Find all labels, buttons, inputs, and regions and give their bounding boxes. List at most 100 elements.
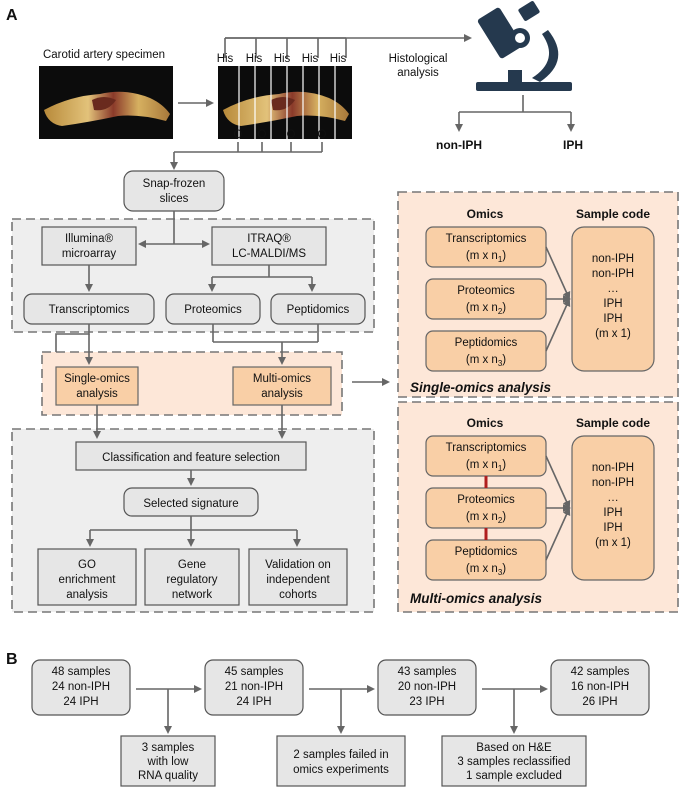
single-omics-title: Single-omics analysis <box>410 380 552 395</box>
single-code-6: (m x 1) <box>595 328 631 340</box>
single-code-2: non-IPH <box>592 268 634 280</box>
exclusion-box-1 <box>120 735 216 787</box>
itraq-line2: LC-MALDI/MS <box>232 248 306 260</box>
multi-code-1: non-IPH <box>592 462 634 474</box>
specimen-photo <box>39 66 173 139</box>
multi-code-6: (m x 1) <box>595 537 631 549</box>
snap-frozen-line2: slices <box>160 193 189 205</box>
single-omics-line2: analysis <box>76 388 118 400</box>
valid-line1: Validation on <box>265 559 331 571</box>
snap-frozen-box <box>123 170 225 212</box>
stage-box-2 <box>204 659 304 716</box>
multi-proteomics-label: Proteomics <box>457 494 515 506</box>
single-peptidomics-label: Peptidomics <box>455 337 518 349</box>
stage-4-iph: 26 IPH <box>582 696 617 708</box>
multi-peptidomics-label: Peptidomics <box>455 546 518 558</box>
multi-omics-header: Omics <box>467 416 504 430</box>
single-sample-code-box <box>571 226 655 372</box>
stage-1-samples: 48 samples <box>52 666 111 678</box>
gene-line3: network <box>172 589 213 601</box>
exclusion-box-3 <box>441 735 587 787</box>
stage-1-non-iph: 24 non-IPH <box>52 681 110 693</box>
o-label-3: O <box>287 129 296 141</box>
single-proteomics-dim: (m x n2) <box>466 302 506 316</box>
single-omics-box <box>55 366 139 406</box>
single-peptidomics-dim: (m x n3) <box>466 354 506 368</box>
specimen-label: Carotid artery specimen <box>43 49 165 61</box>
multi-code-4: IPH <box>603 507 622 519</box>
sliced-specimen-photo <box>218 60 352 145</box>
his-label-5: His <box>330 53 347 65</box>
go-line2: enrichment <box>59 574 117 586</box>
single-transcriptomics-label: Transcriptomics <box>446 233 527 245</box>
stage-1-iph: 24 IPH <box>63 696 98 708</box>
non-iph-label: non-IPH <box>436 138 482 152</box>
single-code-3: … <box>607 283 619 295</box>
multi-sample-code-box <box>571 435 655 581</box>
illumina-line1: Illumina® <box>65 233 114 245</box>
single-proteomics-label: Proteomics <box>457 285 515 297</box>
peptidomics-label: Peptidomics <box>287 304 350 316</box>
proteomics-label: Proteomics <box>184 304 242 316</box>
multi-omics-title: Multi-omics analysis <box>410 591 543 606</box>
single-omics-header: Omics <box>467 207 504 221</box>
stage-box-4 <box>550 659 650 716</box>
his-label-2: His <box>246 53 263 65</box>
single-code-1: non-IPH <box>592 253 634 265</box>
multi-omics-box <box>232 366 332 406</box>
multi-code-3: … <box>607 492 619 504</box>
gene-network-box <box>144 548 240 606</box>
stage-2-non-iph: 21 non-IPH <box>225 681 283 693</box>
single-code-5: IPH <box>603 313 622 325</box>
o-label-2: O <box>258 129 267 141</box>
multi-omics-line1: Multi-omics <box>253 373 311 385</box>
multi-code-5: IPH <box>603 522 622 534</box>
excl-3-line3: 1 sample excluded <box>466 770 562 782</box>
exclusion-box-2 <box>276 735 406 787</box>
stage-4-non-iph: 16 non-IPH <box>571 681 629 693</box>
multi-transcriptomics-label: Transcriptomics <box>446 442 527 454</box>
valid-line2: independent <box>266 574 330 586</box>
stage-2-iph: 24 IPH <box>236 696 271 708</box>
classification-label: Classification and feature selection <box>102 452 280 464</box>
itraq-box <box>211 226 327 266</box>
single-code-4: IPH <box>603 298 622 310</box>
transcriptomics-label: Transcriptomics <box>49 304 130 316</box>
illumina-line2: microarray <box>62 248 117 260</box>
single-omics-line1: Single-omics <box>64 373 130 385</box>
valid-line3: cohorts <box>279 589 317 601</box>
o-label-4: O <box>318 129 327 141</box>
multi-sample-code-header: Sample code <box>576 416 650 430</box>
his-label-4: His <box>302 53 319 65</box>
single-transcriptomics-dim: (m x n1) <box>466 250 506 264</box>
stage-3-samples: 43 samples <box>398 666 457 678</box>
histology-label-line1: Histological <box>389 53 448 65</box>
excl-3-line2: 3 samples reclassified <box>457 756 570 768</box>
excl-1-line1: 3 samples <box>142 742 195 754</box>
excl-2-line2: omics experiments <box>293 764 389 776</box>
multi-omics-line2: analysis <box>261 388 303 400</box>
gene-line1: Gene <box>178 559 206 571</box>
his-label-3: His <box>274 53 291 65</box>
excl-1-line3: RNA quality <box>138 770 198 782</box>
excl-2-line1: 2 samples failed in <box>293 749 388 761</box>
multi-peptidomics-dim: (m x n3) <box>466 563 506 577</box>
go-line1: GO <box>78 559 96 571</box>
go-box <box>37 548 137 606</box>
stage-3-non-iph: 20 non-IPH <box>398 681 456 693</box>
panel-b-label: B <box>6 651 18 668</box>
itraq-line1: ITRAQ® <box>247 233 291 245</box>
validation-box <box>248 548 348 606</box>
excl-1-line2: with low <box>147 756 190 768</box>
his-label-1: His <box>217 53 234 65</box>
stage-2-samples: 45 samples <box>225 666 284 678</box>
gene-line2: regulatory <box>166 574 217 586</box>
multi-proteomics-dim: (m x n2) <box>466 511 506 525</box>
o-label-1: O <box>234 129 243 141</box>
stage-3-iph: 23 IPH <box>409 696 444 708</box>
classification-box <box>75 441 307 471</box>
multi-transcriptomics-dim: (m x n1) <box>466 459 506 473</box>
panel-a-label: A <box>6 7 18 24</box>
stage-box-1 <box>31 659 131 716</box>
